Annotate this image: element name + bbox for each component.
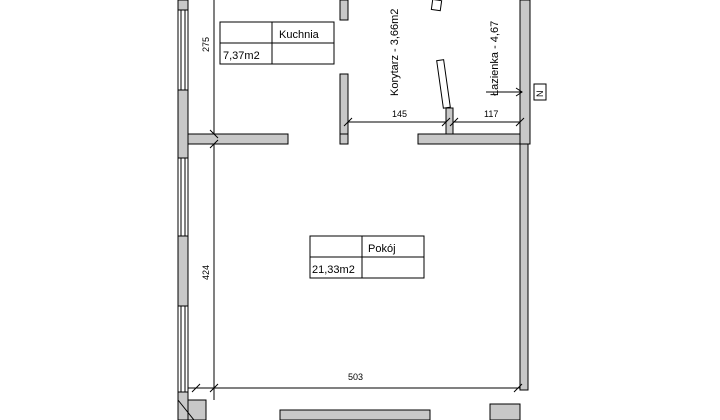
window-room-lower xyxy=(177,305,189,393)
bathroom-label: Łazienka - 4,67 xyxy=(489,21,501,96)
doors xyxy=(177,0,451,420)
window-room-upper xyxy=(177,157,189,237)
dimension-bathroom-width: 117 xyxy=(484,109,498,119)
wall-kitchen-room-left xyxy=(187,133,289,145)
bottom-wall-left xyxy=(187,399,207,420)
left-wall-upper xyxy=(177,89,189,159)
wall-kitchen-room-right xyxy=(339,133,349,145)
north-marker: N xyxy=(533,83,547,101)
wall-kitchen-corridor-upper xyxy=(339,0,349,21)
door-bathroom xyxy=(436,59,451,109)
dimension-lines xyxy=(188,0,525,400)
right-wall xyxy=(519,0,531,145)
wall-corridor-room xyxy=(417,133,531,145)
kitchen-label-box xyxy=(219,21,335,65)
dimension-corridor-width: 145 xyxy=(392,109,407,119)
dimension-room-width: 503 xyxy=(348,372,363,382)
left-wall-middle xyxy=(177,235,189,307)
kitchen-area: 7,37m2 xyxy=(223,50,260,62)
door-entrance-leaf xyxy=(177,399,195,420)
dimension-room-height: 424 xyxy=(201,265,211,280)
window-kitchen xyxy=(177,9,189,91)
wall-kitchen-corridor-lower xyxy=(339,73,349,135)
windows xyxy=(177,9,189,393)
room-name: Pokój xyxy=(368,243,396,255)
wall-corridor-bathroom xyxy=(445,107,454,135)
right-wall-lower xyxy=(519,143,529,391)
north-marker-text: N xyxy=(535,91,545,98)
dimension-kitchen-height: 275 xyxy=(201,37,211,52)
room-label-box xyxy=(309,235,425,279)
bottom-wall-right xyxy=(489,403,521,420)
left-wall-top xyxy=(177,0,189,11)
bottom-wall-mid xyxy=(279,409,431,420)
walls xyxy=(177,0,531,420)
door-corridor-top xyxy=(430,0,443,12)
corridor-label: Korytarz - 3,66m2 xyxy=(389,9,401,96)
room-area: 21,33m2 xyxy=(312,264,355,276)
kitchen-name: Kuchnia xyxy=(279,29,320,41)
